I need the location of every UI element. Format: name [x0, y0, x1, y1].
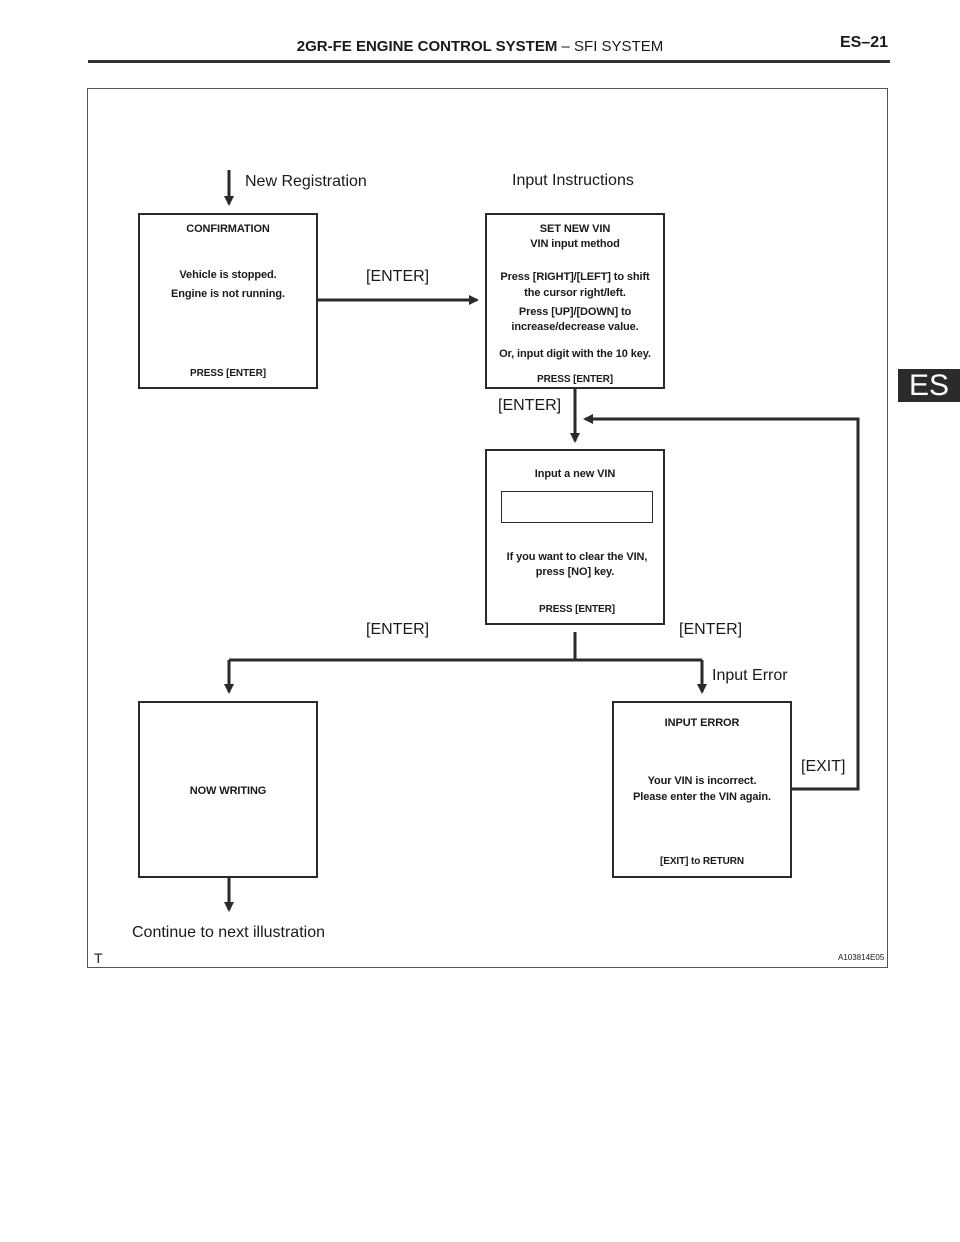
confirmation-title: CONFIRMATION [186, 223, 270, 235]
inputvin-line2: press [NO] key. [535, 566, 615, 578]
screen-input-error: INPUT ERROR Your VIN is incorrect. Pleas… [612, 701, 792, 878]
label-enter-1: [ENTER] [366, 268, 430, 285]
setvin-line3: Press [UP]/[DOWN] to [518, 306, 632, 318]
figure-code: A103814E05 [838, 953, 885, 962]
page-header-title: 2GR-FE ENGINE CONTROL SYSTEM – SFI SYSTE… [0, 38, 960, 55]
header-title-rest: SFI SYSTEM [574, 38, 664, 55]
section-tab: ES [898, 369, 960, 402]
setvin-footer: PRESS [ENTER] [537, 374, 613, 385]
inputerror-footer: [EXIT] to RETURN [660, 856, 744, 867]
setvin-line2: the cursor right/left. [524, 287, 626, 299]
label-enter-2: [ENTER] [498, 397, 562, 414]
label-input-instructions: Input Instructions [512, 172, 634, 189]
inputvin-title: Input a new VIN [534, 468, 616, 480]
screen-now-writing: NOW WRITING [138, 701, 318, 878]
exit-loop-line [583, 414, 860, 791]
header-rule [88, 60, 890, 63]
screen-set-new-vin: SET NEW VIN VIN input method Press [RIGH… [485, 213, 665, 389]
figure-frame [87, 88, 888, 968]
vin-entry-field [501, 491, 653, 523]
inputvin-line1: If you want to clear the VIN, [506, 551, 648, 563]
inputerror-line1: Your VIN is incorrect. [647, 775, 757, 787]
label-continue: Continue to next illustration [132, 924, 325, 941]
label-exit: [EXIT] [801, 758, 846, 775]
setvin-line1: Press [RIGHT]/[LEFT] to shift [500, 271, 650, 283]
screen-input-vin: Input a new VIN If you want to clear the… [485, 449, 665, 625]
inputerror-title: INPUT ERROR [664, 717, 740, 729]
setvin-line4: increase/decrease value. [511, 321, 639, 333]
now-writing-text: NOW WRITING [189, 785, 267, 797]
page-number: ES–21 [839, 34, 888, 51]
label-new-registration: New Registration [245, 173, 367, 190]
setvin-line5: Or, input digit with the 10 key. [499, 348, 651, 360]
label-enter-3: [ENTER] [366, 621, 430, 638]
setvin-title: SET NEW VIN [539, 223, 611, 235]
confirmation-line1: Vehicle is stopped. [179, 269, 277, 281]
header-title-bold: 2GR-FE ENGINE CONTROL SYSTEM [296, 38, 558, 55]
confirmation-line2: Engine is not running. [171, 288, 285, 300]
inputvin-footer: PRESS [ENTER] [539, 604, 615, 615]
screen-confirmation: CONFIRMATION Vehicle is stopped. Engine … [138, 213, 318, 389]
setvin-subtitle: VIN input method [530, 238, 620, 250]
corner-letter: T [94, 950, 103, 966]
header-title-separator: – [557, 38, 575, 55]
label-input-error: Input Error [712, 667, 788, 684]
inputerror-line2: Please enter the VIN again. [633, 791, 771, 803]
confirmation-footer: PRESS [ENTER] [190, 368, 266, 379]
label-enter-4: [ENTER] [679, 621, 743, 638]
